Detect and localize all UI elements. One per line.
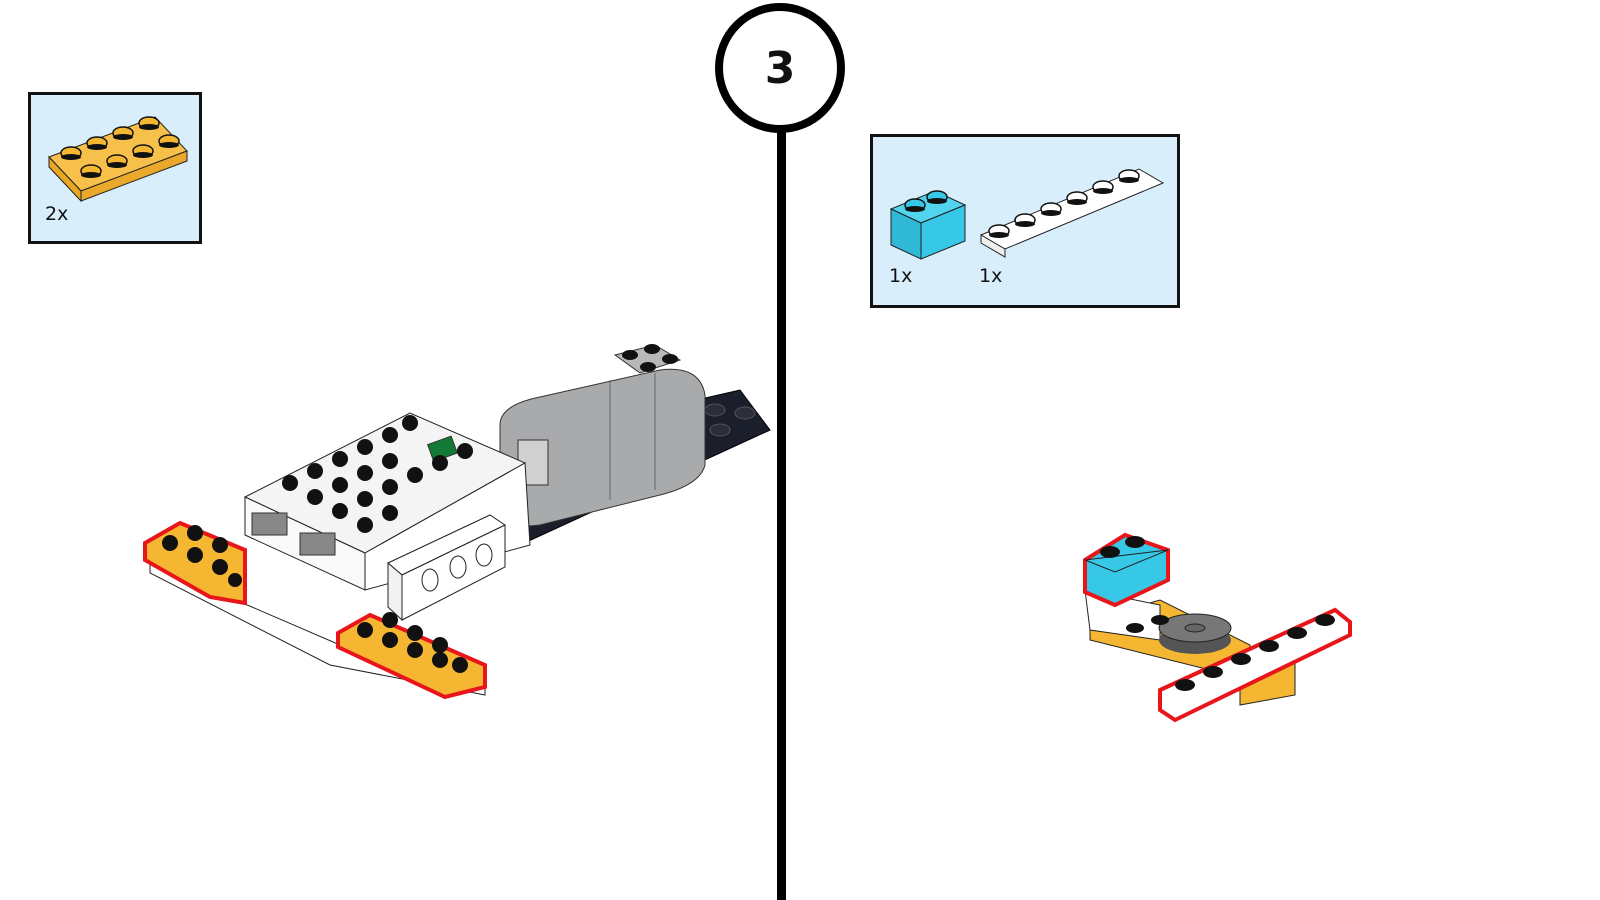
smart-hub	[243, 412, 531, 622]
new-part-highlight	[143, 520, 487, 700]
part-quantity: 2x	[45, 203, 69, 225]
assembly-left-hub-motor	[143, 344, 771, 700]
part-azure-1x2-brick-icon	[889, 190, 967, 260]
new-part-highlight	[1083, 532, 1352, 723]
part-yellow-2x4-plate-icon	[48, 116, 188, 203]
step-number-circle: 3	[715, 3, 845, 133]
assembly-right-sub-model	[1083, 532, 1352, 723]
step-divider-line	[777, 128, 786, 900]
part-white-1x6-plate-icon	[979, 168, 1165, 258]
part-quantity: 1x	[889, 265, 913, 287]
step-number: 3	[764, 42, 796, 94]
motor	[499, 344, 706, 527]
parts-callout-right: 1x 1x	[870, 134, 1180, 308]
part-quantity: 1x	[979, 265, 1003, 287]
parts-callout-left: 2x	[28, 92, 202, 244]
turntable	[1158, 613, 1232, 654]
